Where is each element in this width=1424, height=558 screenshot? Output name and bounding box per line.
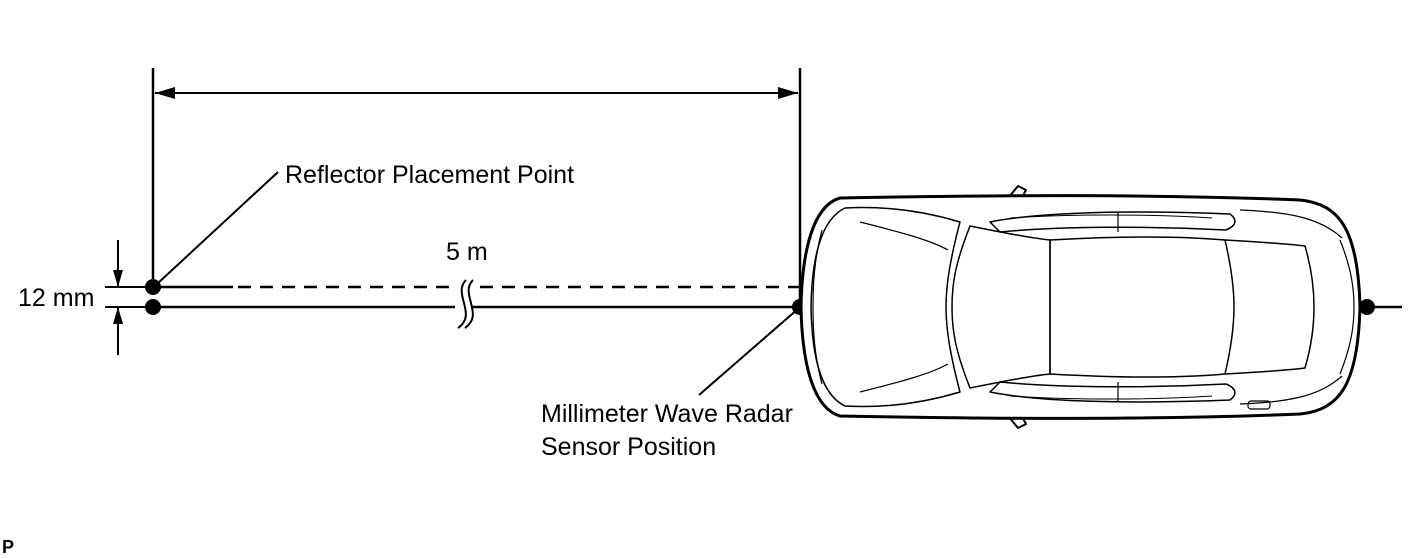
hood-crease-top <box>859 221 949 251</box>
trunk-edge <box>1339 239 1355 375</box>
sensor-label-line2: Sensor Position <box>541 433 716 461</box>
offset-dimension <box>105 240 153 355</box>
rear-window <box>1224 239 1315 375</box>
break-symbol-icon-2 <box>464 279 474 329</box>
hood-outline <box>810 206 961 408</box>
arrow-up-icon <box>113 307 123 324</box>
rear-fender-bottom <box>1239 375 1343 405</box>
side-glass-top-inner <box>1009 214 1213 219</box>
sensor-label-line1: Millimeter Wave Radar <box>541 400 793 428</box>
offset-label: 12 mm <box>18 284 94 312</box>
side-glass-top <box>989 211 1236 233</box>
fuel-door <box>1247 400 1271 410</box>
break-symbol-icon <box>457 279 467 329</box>
figure-code: P <box>2 537 14 557</box>
distance-label: 5 m <box>446 238 488 266</box>
front-bumper <box>812 229 823 385</box>
sensor-leader <box>698 307 800 396</box>
side-glass-bottom-inner <box>1009 395 1213 400</box>
reflector-point-label: Reflector Placement Point <box>285 161 574 189</box>
vehicle-top-view <box>799 185 1362 429</box>
vehicle-rear-dot <box>1359 299 1375 315</box>
vehicle-body <box>799 194 1362 420</box>
arrow-left-icon <box>155 87 175 99</box>
arrow-right-icon <box>778 87 798 99</box>
windshield <box>951 225 1051 389</box>
arrow-down-icon <box>113 270 123 287</box>
reflector-leader <box>156 171 279 285</box>
side-glass-bottom <box>989 381 1236 403</box>
rear-fender-top <box>1239 209 1343 239</box>
hood-crease-bottom <box>859 363 949 393</box>
distance-dimension <box>151 68 802 307</box>
centre-line-dot <box>145 299 161 315</box>
roof <box>1049 236 1235 378</box>
